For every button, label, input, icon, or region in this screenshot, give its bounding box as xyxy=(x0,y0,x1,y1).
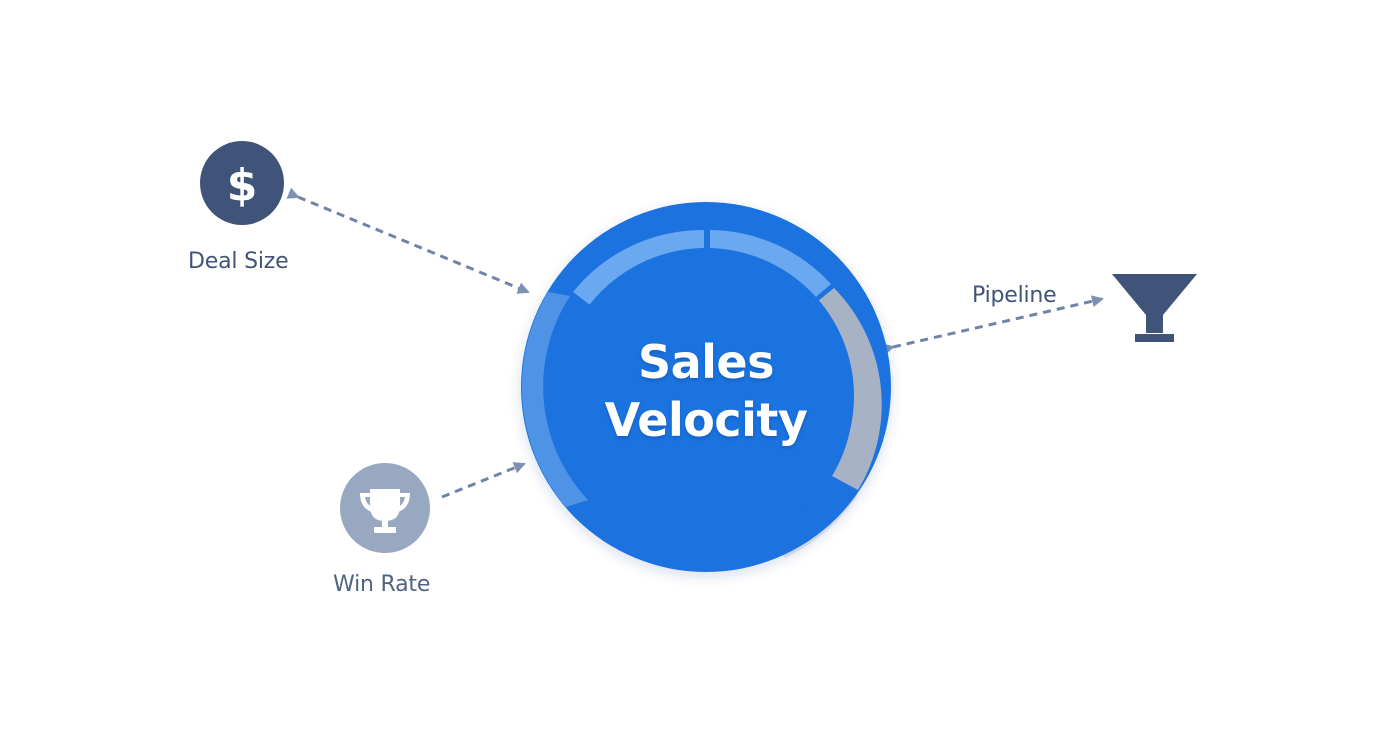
hub-title: Sales Velocity xyxy=(560,333,852,449)
hub-ring-right-gray xyxy=(812,288,882,490)
hub-title-line1: Sales xyxy=(637,335,775,389)
arrow-win-rate-hub xyxy=(441,462,526,499)
hub-ring-left xyxy=(521,292,588,507)
arrow-deal-size-hub xyxy=(286,187,530,294)
sales-velocity-hub xyxy=(521,202,891,572)
funnel-icon xyxy=(1112,274,1197,342)
deal-size-label: Deal Size xyxy=(188,249,289,274)
win-rate-label: Win Rate xyxy=(333,572,431,597)
deal-size-circle xyxy=(200,141,284,225)
trophy-icon xyxy=(360,489,410,533)
hub-inner-circle xyxy=(558,248,854,544)
dollar-icon: $ xyxy=(227,160,258,211)
hub-title-line2: Velocity xyxy=(604,393,808,447)
deal-size-node: $ xyxy=(200,141,284,225)
pipeline-label: Pipeline xyxy=(972,283,1057,308)
win-rate-node xyxy=(340,463,430,553)
arrow-pipeline-hub xyxy=(881,295,1104,356)
